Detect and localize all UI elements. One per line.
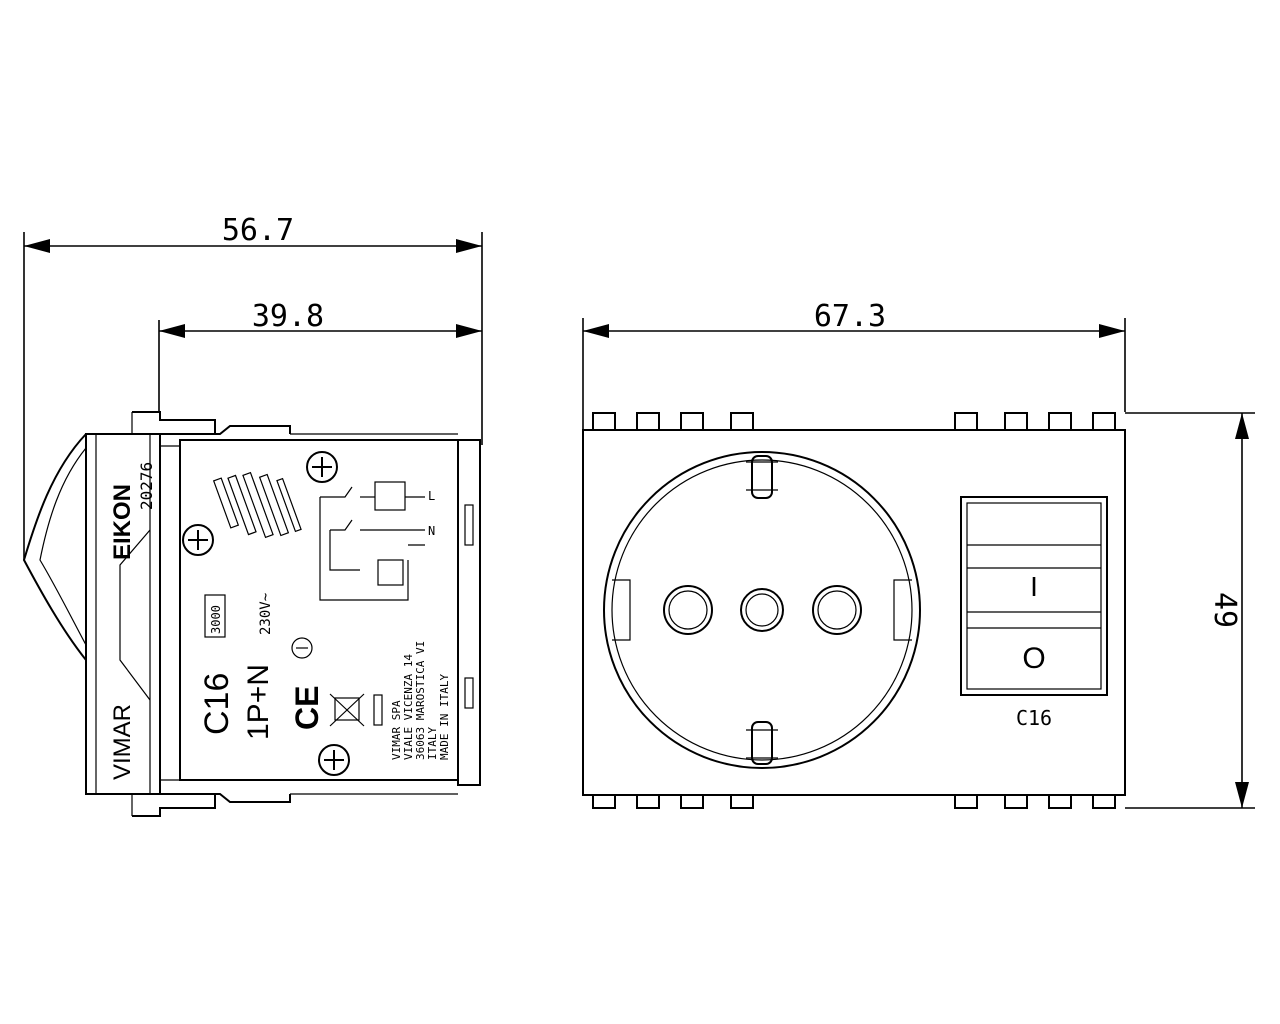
pin-hole-right — [812, 585, 862, 635]
breaker-rating-label: C16 — [1016, 706, 1052, 730]
front-view: I O C16 — [582, 412, 1126, 809]
dimension-overall-depth-label: 56.7 — [222, 213, 294, 248]
svg-text:VIALE VICENZA 14: VIALE VICENZA 14 — [402, 654, 415, 760]
code-box — [204, 594, 226, 638]
svg-text:ITALY: ITALY — [426, 727, 439, 760]
wiring-schematic: L N — [319, 481, 435, 601]
series-label: EIKON — [109, 484, 136, 560]
bottom-clip — [132, 793, 216, 817]
front-plate — [85, 433, 161, 795]
voltage-label: 230V~ — [258, 593, 274, 635]
schuko-socket — [603, 451, 921, 769]
brand-label: VIMAR — [109, 704, 136, 780]
svg-text:VIMAR SPA: VIMAR SPA — [390, 700, 403, 760]
terminal-l-label: L — [428, 489, 435, 503]
hatch-bar — [373, 694, 383, 726]
dimension-body-depth-label: 39.8 — [252, 299, 324, 334]
article-code-label: 20276 — [137, 462, 156, 510]
dimension-height: 49 — [1125, 412, 1255, 809]
rocker-lever — [22, 433, 87, 661]
screw-top — [306, 451, 338, 483]
poles-label: 1P+N — [242, 664, 275, 740]
weee-bin-icon — [329, 693, 365, 727]
screw-middle — [182, 524, 214, 556]
dimension-height-label: 49 — [1207, 592, 1242, 628]
svg-text:36063 MAROSTICA VI: 36063 MAROSTICA VI — [414, 641, 427, 760]
terminal-n-label: N — [428, 524, 435, 538]
earth-clip-bottom — [746, 721, 778, 765]
rating-label: C16 — [198, 673, 236, 735]
front-frame — [582, 429, 1126, 796]
dimension-body-depth: 39.8 — [158, 299, 482, 412]
switch-off-mark: O — [1022, 642, 1045, 675]
earth-clip-top — [746, 455, 778, 499]
screw-bottom — [318, 744, 350, 776]
address-block: VIMAR SPA VIALE VICENZA 14 36063 MAROSTI… — [390, 641, 451, 760]
rear-terminal-block — [457, 439, 481, 786]
pin-hole-left — [663, 585, 713, 635]
top-teeth — [592, 412, 1116, 431]
breaker-switch: I O C16 — [960, 496, 1108, 730]
dimension-width: 67.3 — [582, 299, 1126, 430]
side-view: L N EIKON 20276 VIMAR 3000 230V~ C16 1P+… — [22, 411, 481, 817]
dimension-width-label: 67.3 — [814, 299, 886, 334]
breaker-frame — [960, 496, 1108, 696]
earth-symbol-icon — [291, 637, 313, 659]
code-box-label: 3000 — [209, 605, 223, 634]
top-clip — [132, 411, 216, 435]
ce-mark: CE — [289, 686, 325, 730]
bottom-teeth — [592, 794, 1116, 809]
vent-slots — [212, 471, 302, 539]
dimension-overall-depth: 56.7 — [23, 213, 483, 560]
switch-on-mark: I — [1030, 571, 1038, 602]
pin-hole-center — [740, 588, 784, 632]
svg-text:MADE IN ITALY: MADE IN ITALY — [438, 674, 451, 760]
